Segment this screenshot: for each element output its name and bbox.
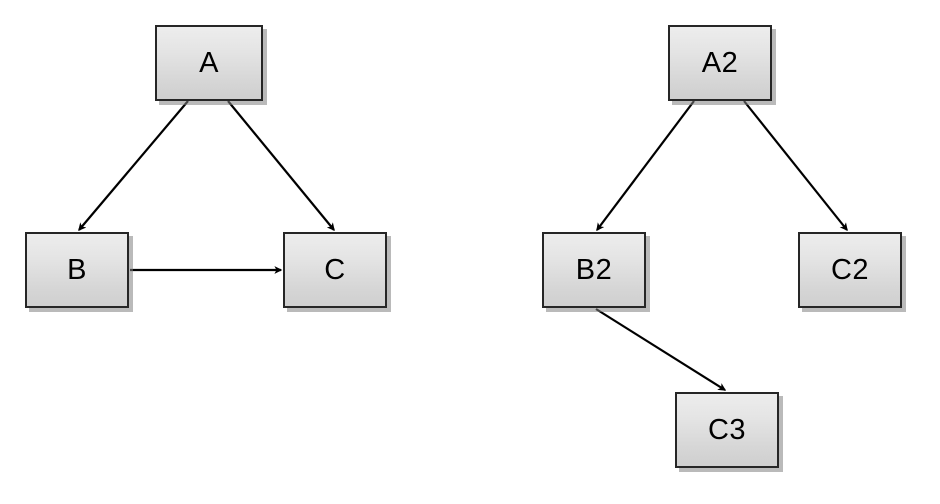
- node-label: A2: [701, 46, 739, 79]
- node-label: B2: [575, 253, 613, 286]
- node-label: C3: [707, 413, 747, 446]
- node-label: A: [199, 46, 219, 79]
- node-label: C2: [830, 253, 870, 286]
- node-a2[interactable]: A2: [668, 25, 772, 101]
- edges-group: [78, 100, 848, 391]
- node-c3[interactable]: C3: [675, 392, 779, 468]
- edge-a-to-b: [78, 100, 189, 232]
- node-b[interactable]: B: [25, 232, 129, 308]
- edge-a2-to-b2: [596, 100, 695, 232]
- edge-b2-to-c3: [595, 308, 727, 391]
- node-a[interactable]: A: [155, 25, 263, 101]
- edge-a-to-c: [227, 100, 335, 232]
- node-label: C: [324, 253, 346, 286]
- node-b2[interactable]: B2: [542, 232, 646, 308]
- node-c[interactable]: C: [283, 232, 387, 308]
- edge-a2-to-c2: [743, 100, 848, 232]
- node-label: B: [67, 253, 87, 286]
- node-c2[interactable]: C2: [798, 232, 902, 308]
